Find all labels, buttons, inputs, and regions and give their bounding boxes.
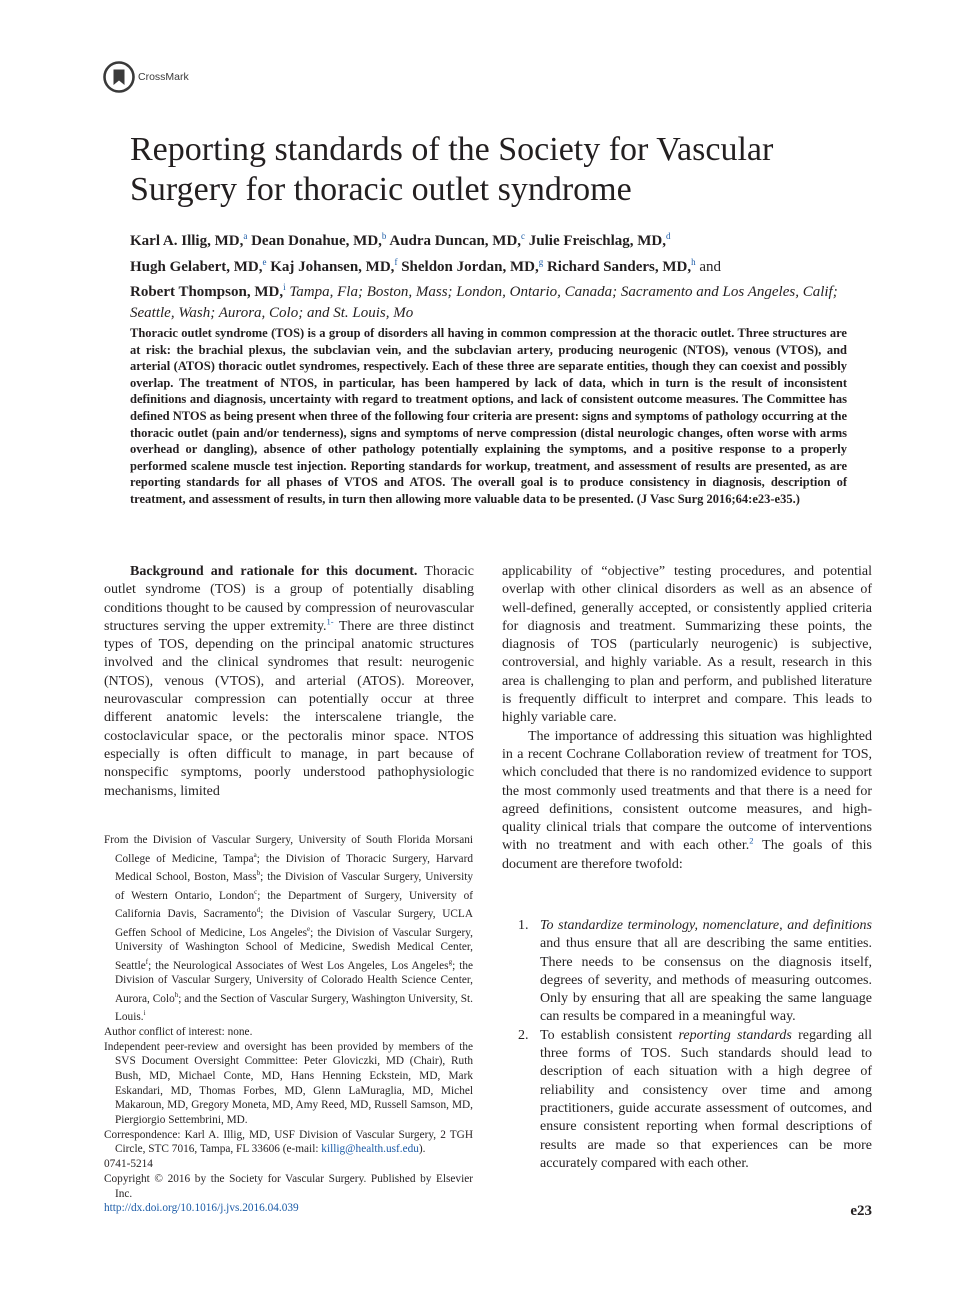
body-paragraph: applicability of “objective” testing pro… bbox=[502, 564, 872, 726]
list-emphasis: reporting standards bbox=[678, 1027, 792, 1043]
affiliation-marker: e bbox=[307, 924, 311, 933]
affiliation-marker[interactable]: c bbox=[521, 231, 526, 241]
affiliation-marker: f bbox=[145, 957, 149, 966]
author-name: Hugh Gelabert, MD, bbox=[130, 258, 263, 275]
affiliation-locations: Tampa, Fla; Boston, Mass; London, Ontari… bbox=[130, 284, 838, 321]
author-list: Karl A. Illig, MD,a Dean Donahue, MD,b A… bbox=[130, 226, 850, 323]
body-paragraph-continued: There are three distinct types of TOS, d… bbox=[104, 618, 474, 799]
author-name: Sheldon Jordan, MD, bbox=[401, 258, 539, 275]
affiliation-text: ; the Division of Thoracic Surgery, Harv… bbox=[115, 852, 473, 883]
affiliation-marker: g bbox=[448, 957, 453, 966]
footnotes: From the Division of Vascular Surgery, U… bbox=[104, 833, 473, 1216]
affiliation-marker: a bbox=[253, 850, 257, 859]
list-number: 1. bbox=[518, 918, 529, 933]
paragraph-text: The importance of addressing this situat… bbox=[502, 728, 872, 854]
list-emphasis: To standardize terminology, nomenclature… bbox=[540, 918, 872, 933]
body-column-left: Background and rationale for this docume… bbox=[104, 563, 474, 801]
affiliation-text: ; the Department of Surgery, University … bbox=[115, 889, 474, 920]
affiliation-text: ; the Division of Vascular Surgery, Univ… bbox=[115, 926, 473, 972]
affiliation-marker[interactable]: i bbox=[283, 282, 286, 292]
issn: 0741-5214 bbox=[104, 1158, 153, 1171]
correspondence-end: ). bbox=[418, 1143, 426, 1156]
affiliation-marker[interactable]: e bbox=[262, 256, 267, 267]
affiliation-marker[interactable]: d bbox=[666, 231, 671, 241]
author-name: Robert Thompson, MD, bbox=[130, 284, 284, 300]
author-name: Julie Freischlag, MD, bbox=[528, 233, 667, 249]
author-name: Dean Donahue, MD, bbox=[251, 233, 382, 249]
list-text: To establish consistent bbox=[540, 1027, 673, 1043]
body-paragraph: Thoracic outlet syndrome (TOS) is a grou… bbox=[104, 564, 475, 634]
list-item: 2. To establish consistent reporting sta… bbox=[518, 1027, 872, 1173]
affiliation-marker[interactable]: g bbox=[538, 256, 544, 267]
author-name: Karl A. Illig, MD, bbox=[130, 233, 244, 249]
affiliation-marker: h bbox=[174, 990, 179, 999]
reference-link[interactable]: 1- bbox=[326, 616, 334, 627]
affiliation-text: ; the Neurological Associates of West Lo… bbox=[148, 959, 449, 972]
copyright: Copyright © 2016 by the Society for Vasc… bbox=[104, 1172, 473, 1200]
affiliation-text: From the Division of Vascular Surgery, U… bbox=[104, 834, 473, 865]
affiliation-marker: b bbox=[256, 869, 261, 878]
affiliation-text: ; the Division of Vascular Surgery, UCLA… bbox=[115, 907, 473, 939]
affiliation-text: ; and the Section of Vascular Surgery, W… bbox=[115, 992, 473, 1024]
correspondence-text: Correspondence: Karl A. Illig, MD, USF D… bbox=[104, 1128, 473, 1156]
list-number: 2. bbox=[518, 1027, 529, 1043]
body-column-right: applicability of “objective” testing pro… bbox=[502, 563, 872, 874]
affiliation-marker[interactable]: f bbox=[394, 256, 398, 267]
conflict-of-interest: Author conflict of interest: none. bbox=[104, 1025, 253, 1038]
author-name: Richard Sanders, MD, bbox=[546, 258, 692, 275]
abstract: Thoracic outlet syndrome (TOS) is a grou… bbox=[130, 326, 848, 506]
list-item: 1. To standardize terminology, nomenclat… bbox=[518, 917, 872, 1027]
affiliation-text: ; the Division of Vascular Surgery, Univ… bbox=[115, 870, 473, 902]
reference-link[interactable]: 2 bbox=[749, 835, 754, 846]
peer-review-note: Independent peer-review and oversight ha… bbox=[104, 1040, 473, 1127]
crossmark-icon bbox=[103, 61, 135, 93]
author-name: Audra Duncan, MD, bbox=[389, 233, 522, 249]
page-number: e23 bbox=[850, 1203, 872, 1219]
paragraph-text: The goals of this document are therefore… bbox=[502, 838, 872, 872]
affiliation-marker: i bbox=[143, 1009, 146, 1018]
article-title: Reporting standards of the Society for V… bbox=[130, 131, 774, 208]
correspondence: Correspondence: Karl A. Illig, MD, USF D… bbox=[104, 1128, 473, 1157]
crossmark-badge[interactable]: CrossMark bbox=[103, 60, 189, 94]
affiliation-marker: c bbox=[254, 887, 258, 896]
affiliation-marker: d bbox=[256, 906, 261, 915]
affiliation-marker[interactable]: b bbox=[381, 231, 387, 241]
author-name: Kaj Johansen, MD, bbox=[270, 258, 395, 275]
doi-link[interactable]: http://dx.doi.org/10.1016/j.jvs.2016.04.… bbox=[104, 1202, 299, 1215]
goals-list: 1. To standardize terminology, nomenclat… bbox=[518, 917, 872, 1173]
email-link[interactable]: killig@health.usf.edu bbox=[321, 1143, 419, 1156]
authors-and: and bbox=[699, 258, 722, 275]
list-text: and thus ensure that all are describing … bbox=[540, 936, 872, 1025]
section-heading: Background and rationale for this docume… bbox=[130, 564, 418, 579]
affiliation-text: ; the Division of Vascular Surgery, Univ… bbox=[115, 959, 474, 1005]
body-paragraph: The importance of addressing this situat… bbox=[502, 728, 872, 874]
list-text: regarding all three forms of TOS. Such s… bbox=[540, 1027, 873, 1171]
affiliations-footnote: From the Division of Vascular Surgery, U… bbox=[104, 833, 473, 1025]
affiliation-marker[interactable]: a bbox=[243, 231, 248, 241]
affiliation-marker[interactable]: h bbox=[691, 256, 696, 267]
crossmark-label: CrossMark bbox=[138, 71, 189, 83]
